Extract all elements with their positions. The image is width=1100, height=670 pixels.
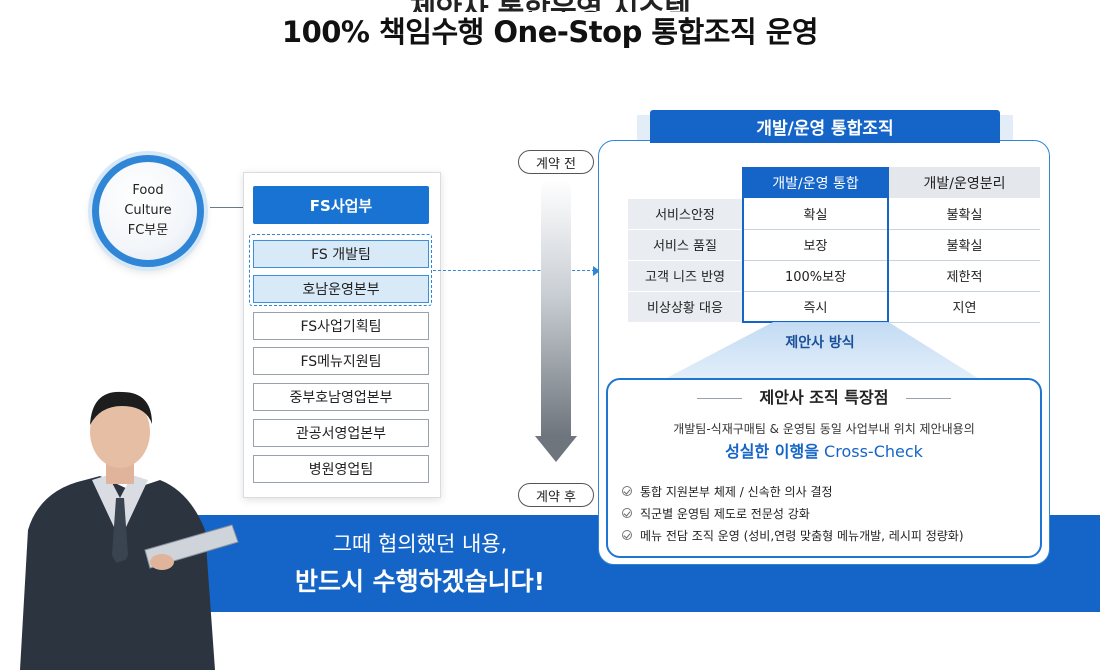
list-item: 메뉴 전담 조직 운영 (성비,연령 맞춤형 메뉴개발, 레시피 정량화) bbox=[622, 524, 1038, 546]
row-separated-value: 제한적 bbox=[888, 260, 1040, 292]
header-integrated: 개발/운영 통합 bbox=[742, 167, 889, 198]
circle-line1: Food bbox=[132, 183, 164, 198]
down-arrow-icon bbox=[535, 436, 577, 462]
fc-division-circle: Food Culture FC부문 bbox=[92, 155, 204, 267]
timeline-arrow-shaft bbox=[541, 180, 571, 436]
emphasis-rest: Cross-Check bbox=[818, 442, 923, 461]
title-left-rule bbox=[697, 398, 743, 399]
org-box-hospital-sales: 병원영업팀 bbox=[253, 455, 429, 483]
dashed-arrow-line bbox=[433, 270, 595, 271]
table-row: 서비스 품질 보장 불확실 bbox=[628, 229, 1040, 261]
banner-line1: 그때 협의했던 내용, bbox=[332, 532, 508, 556]
headline: 제안사 통합운영 시스템 100% 책임수행 One-Stop 통합조직 운영 bbox=[0, 0, 1100, 52]
row-label: 서비스안정 bbox=[628, 198, 743, 230]
highlight-dashed-frame bbox=[249, 234, 432, 306]
header-blank-cell bbox=[628, 167, 743, 199]
org-box-honam-ops: 호남운영본부 bbox=[253, 275, 429, 303]
row-integrated-value: 보장 bbox=[742, 229, 889, 261]
org-box-planning: FS사업기획팀 bbox=[253, 312, 429, 340]
emphasis-bold: 성실한 이행을 bbox=[725, 442, 819, 461]
org-head-box: FS사업부 bbox=[253, 186, 429, 224]
features-box bbox=[606, 378, 1042, 558]
feature-text: 메뉴 전담 조직 운영 (성비,연령 맞춤형 메뉴개발, 레시피 정량화) bbox=[640, 528, 964, 543]
comparison-table: 개발/운영 통합 개발/운영분리 서비스안정 확실 불확실 서비스 품질 보장 … bbox=[628, 167, 1040, 323]
businessman-with-tablet-image bbox=[20, 391, 239, 670]
org-box-dev-team: FS 개발팀 bbox=[253, 240, 429, 268]
row-label: 고객 니즈 반영 bbox=[628, 260, 743, 292]
table-row: 고객 니즈 반영 100%보장 제한적 bbox=[628, 260, 1040, 292]
table-header-row: 개발/운영 통합 개발/운영분리 bbox=[628, 167, 1040, 199]
after-contract-pill: 계약 후 bbox=[518, 483, 594, 507]
feature-text: 직군별 운영팀 제도로 전문성 강화 bbox=[640, 506, 810, 521]
features-title-row: 제안사 조직 특장점 bbox=[606, 384, 1042, 408]
header-separated: 개발/운영분리 bbox=[888, 167, 1040, 198]
title-right-rule bbox=[905, 398, 951, 399]
features-list: 통합 지원본부 체제 / 신속한 의사 결정 직군별 운영팀 제도로 전문성 강… bbox=[622, 480, 1038, 546]
row-label: 서비스 품질 bbox=[628, 229, 743, 261]
row-integrated-value: 100%보장 bbox=[742, 260, 889, 292]
features-title: 제안사 조직 특장점 bbox=[759, 388, 889, 407]
list-item: 직군별 운영팀 제도로 전문성 강화 bbox=[622, 502, 1038, 524]
row-integrated-value: 즉시 bbox=[742, 291, 889, 323]
panel-tab-title: 개발/운영 통합조직 bbox=[650, 110, 1000, 143]
circle-line2: Culture bbox=[124, 203, 172, 218]
headline-line2: 100% 책임수행 One-Stop 통합조직 운영 bbox=[281, 15, 819, 49]
method-label: 제안사 방식 bbox=[785, 335, 855, 351]
check-circle-icon bbox=[622, 508, 632, 518]
org-box-menu-support: FS메뉴지원팀 bbox=[253, 347, 429, 375]
check-circle-icon bbox=[622, 530, 632, 540]
org-box-public-sales: 관공서영업본부 bbox=[253, 419, 429, 447]
row-separated-value: 지연 bbox=[888, 291, 1040, 323]
dashed-arrow-head-icon bbox=[593, 266, 600, 276]
table-row: 비상상황 대응 즉시 지연 bbox=[628, 291, 1040, 323]
headline-line1: 제안사 통합운영 시스템 bbox=[0, 0, 1100, 12]
row-integrated-value: 확실 bbox=[742, 198, 889, 230]
banner-line2: 반드시 수행하겠습니다! bbox=[294, 567, 546, 596]
circle-connector-line bbox=[210, 207, 254, 208]
list-item: 통합 지원본부 체제 / 신속한 의사 결정 bbox=[622, 480, 1038, 502]
table-row: 서비스안정 확실 불확실 bbox=[628, 198, 1040, 230]
circle-line3: FC부문 bbox=[127, 223, 169, 238]
row-label: 비상상황 대응 bbox=[628, 291, 743, 323]
row-separated-value: 불확실 bbox=[888, 198, 1040, 230]
features-subtitle: 개발팀-식재구매팀 & 운영팀 동일 사업부내 위치 제안내용의 bbox=[673, 422, 975, 436]
before-contract-pill: 계약 전 bbox=[518, 150, 594, 174]
feature-text: 통합 지원본부 체제 / 신속한 의사 결정 bbox=[640, 484, 833, 499]
check-circle-icon bbox=[622, 486, 632, 496]
row-separated-value: 불확실 bbox=[888, 229, 1040, 261]
features-emphasis: 성실한 이행을 Cross-Check bbox=[606, 438, 1042, 462]
org-box-central-sales: 중부호남영업본부 bbox=[253, 383, 429, 411]
